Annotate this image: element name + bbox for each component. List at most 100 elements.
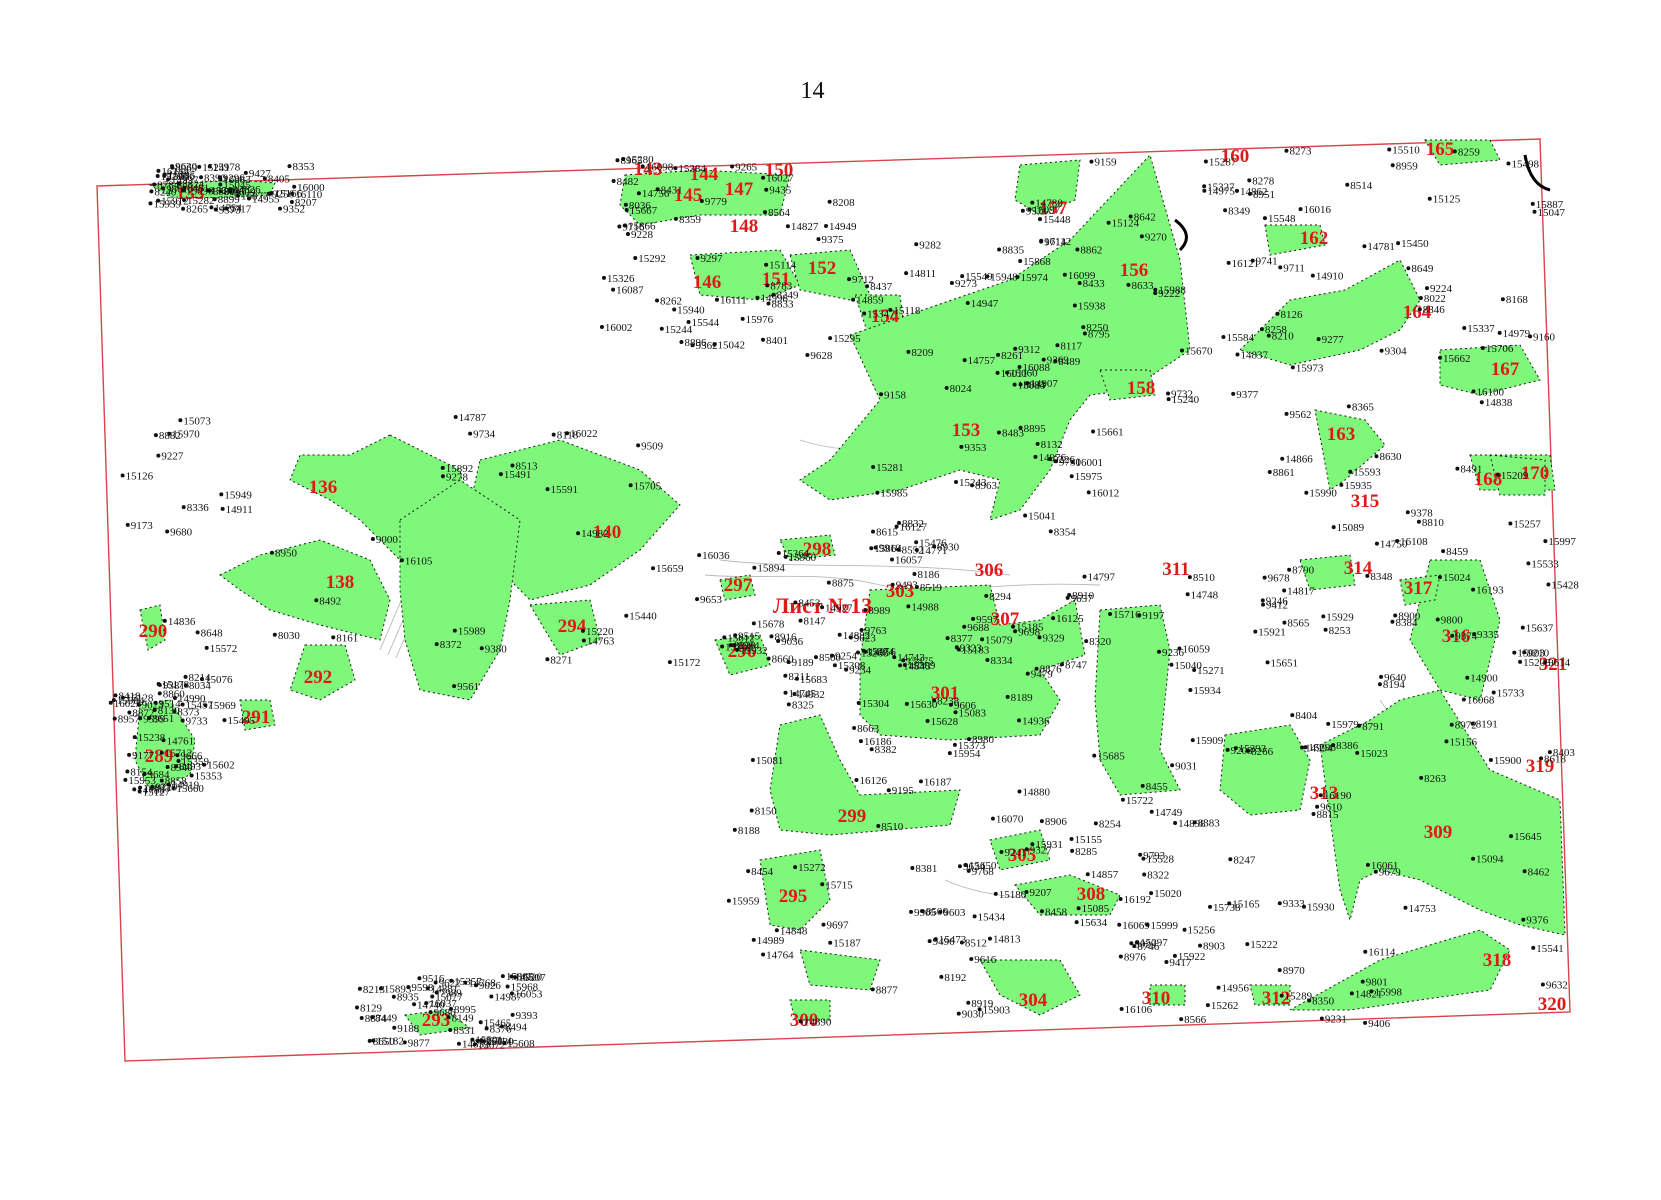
point-label: 14882 xyxy=(843,630,871,642)
point-label: 15929 xyxy=(1326,611,1354,623)
point-label: 8906 xyxy=(1045,816,1068,828)
region-label: 144 xyxy=(690,164,719,185)
survey-point xyxy=(1393,613,1398,618)
point-label: 15960 xyxy=(789,552,817,564)
point-label: 15634 xyxy=(1080,917,1108,929)
survey-point xyxy=(875,490,880,495)
survey-point xyxy=(195,630,200,635)
point-label: 15988 xyxy=(1158,285,1186,297)
point-label: 15353 xyxy=(195,771,223,783)
point-label: 15533 xyxy=(1531,558,1559,570)
point-label: 15938 xyxy=(1078,301,1106,313)
point-label: 8963 xyxy=(975,480,998,492)
point-label: 15954 xyxy=(953,748,981,760)
point-label: 8210 xyxy=(1272,331,1295,343)
survey-point xyxy=(1316,337,1321,342)
point-label: 14866 xyxy=(1285,454,1313,466)
point-label: 16016 xyxy=(1304,204,1332,216)
survey-point xyxy=(1205,1003,1210,1008)
point-label: 9026 xyxy=(479,980,502,992)
survey-point xyxy=(1471,389,1476,394)
survey-point xyxy=(963,863,968,868)
point-label: 8649 xyxy=(1411,263,1434,275)
point-label: 8663 xyxy=(857,723,880,735)
survey-point xyxy=(1462,326,1467,331)
survey-point xyxy=(178,418,183,423)
survey-point xyxy=(1077,280,1082,285)
point-label: 14927 xyxy=(825,602,853,614)
survey-point xyxy=(869,546,874,551)
survey-point xyxy=(914,540,919,545)
point-label: 15864 xyxy=(874,543,902,555)
survey-point xyxy=(1247,178,1252,183)
survey-point xyxy=(611,287,616,292)
survey-point xyxy=(440,465,445,470)
point-label: 9000 xyxy=(376,534,399,546)
survey-point xyxy=(1187,575,1192,580)
survey-point xyxy=(690,343,695,348)
survey-point xyxy=(1153,291,1158,296)
survey-point xyxy=(980,637,985,642)
point-label: 15667 xyxy=(630,205,658,217)
point-label: 8980 xyxy=(972,734,995,746)
point-label: 9905 xyxy=(914,907,937,919)
survey-point xyxy=(1129,941,1134,946)
point-label: 8377 xyxy=(951,633,974,645)
survey-point xyxy=(502,1041,507,1046)
survey-point xyxy=(1119,1006,1124,1011)
point-label: 9229 xyxy=(155,782,178,794)
point-label: 8320 xyxy=(1089,636,1112,648)
point-label: 8995 xyxy=(454,1004,477,1016)
point-label: 9698 xyxy=(1018,626,1041,638)
point-label: 15243 xyxy=(959,477,987,489)
point-label: 15292 xyxy=(638,253,666,265)
survey-point xyxy=(581,638,586,643)
region-label: 314 xyxy=(1344,558,1373,579)
point-label: 14910 xyxy=(1316,271,1344,283)
point-label: 14797 xyxy=(1088,572,1116,584)
point-label: 9231 xyxy=(1325,1014,1347,1026)
point-label: 15220 xyxy=(586,626,614,638)
point-label: 16027 xyxy=(766,173,794,185)
survey-point xyxy=(1531,945,1536,950)
point-label: 8618 xyxy=(1544,753,1567,765)
survey-point xyxy=(1041,357,1046,362)
point-label: 8519 xyxy=(920,582,943,594)
survey-point xyxy=(1424,286,1429,291)
survey-point xyxy=(1315,804,1320,809)
survey-point xyxy=(966,1000,971,1005)
point-label: 15165 xyxy=(1232,898,1260,910)
survey-point xyxy=(1522,650,1527,655)
point-label: 15628 xyxy=(931,716,959,728)
point-label: 9496 xyxy=(933,936,956,948)
point-label: 9435 xyxy=(769,185,792,197)
point-label: 9479 xyxy=(1031,669,1054,681)
survey-point xyxy=(378,986,383,991)
point-label: 15974 xyxy=(1021,272,1049,284)
survey-point xyxy=(1074,920,1079,925)
survey-point xyxy=(1055,343,1060,348)
point-label: 15127 xyxy=(143,786,171,798)
survey-point xyxy=(832,663,837,668)
point-label: 8810 xyxy=(1422,517,1445,529)
survey-point xyxy=(1546,582,1551,587)
point-label: 16192 xyxy=(1124,894,1152,906)
survey-point xyxy=(898,663,903,668)
survey-point xyxy=(1017,365,1022,370)
survey-point xyxy=(720,644,725,649)
survey-point xyxy=(879,392,884,397)
survey-point xyxy=(1017,789,1022,794)
point-label: 15650 xyxy=(969,860,997,872)
point-label: 15705 xyxy=(634,480,662,492)
point-label: 9375 xyxy=(821,234,844,246)
survey-point xyxy=(933,937,938,942)
point-label: 15892 xyxy=(446,463,474,475)
point-label: 15020 xyxy=(1154,888,1182,900)
point-label: 15672 xyxy=(478,1039,506,1051)
survey-point xyxy=(985,274,990,279)
survey-point xyxy=(120,695,125,700)
survey-point xyxy=(213,207,218,212)
survey-point xyxy=(1363,1020,1368,1025)
point-label: 15448 xyxy=(1043,214,1071,226)
